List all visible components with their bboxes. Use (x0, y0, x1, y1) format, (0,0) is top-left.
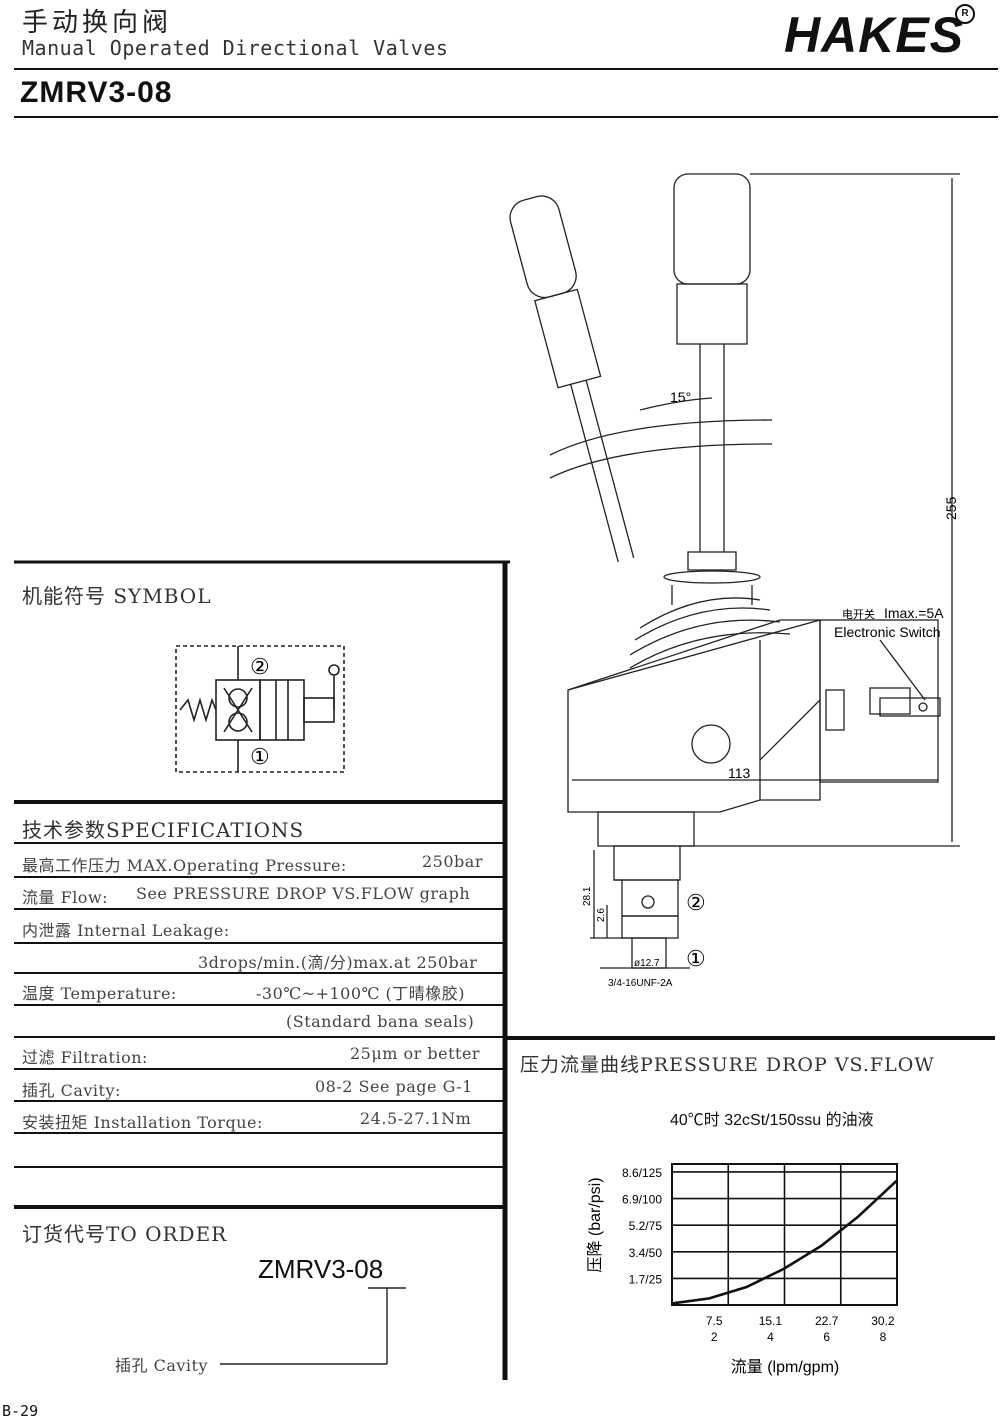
brand-logo: HAKES (784, 7, 965, 63)
x-tick-gpm: 4 (767, 1330, 774, 1344)
x-tick-lpm: 22.7 (815, 1314, 839, 1328)
spec-filtration-label: 过滤 Filtration: (22, 1048, 148, 1067)
chart-section-title: 压力流量曲线PRESSURE DROP VS.FLOW (520, 1054, 935, 1076)
spec-row-divider (14, 1036, 504, 1038)
x-tick-lpm: 30.2 (871, 1314, 895, 1328)
title-chinese: 手动换向阀 (22, 8, 173, 38)
x-tick-gpm: 2 (711, 1330, 718, 1344)
x-tick-gpm: 8 (880, 1330, 887, 1344)
body-port-circle (691, 724, 731, 764)
spec-cavity-value: 08-2 See page G-1 (315, 1077, 473, 1096)
spec-row-divider (14, 908, 504, 910)
spec-leakage-label: 内泄露 Internal Leakage: (22, 921, 230, 940)
height-dimension: 255 (943, 496, 959, 520)
y-tick-label: 1.7/25 (629, 1272, 663, 1286)
symbol-title: 机能符号 SYMBOL (22, 584, 212, 608)
upright-handle-sleeve (676, 283, 748, 345)
registered-mark-icon: R (955, 4, 975, 24)
tilted-handle-outline (509, 195, 635, 563)
width-dimension: 113 (728, 765, 751, 781)
x-tick-gpm: 6 (823, 1330, 830, 1344)
upright-handle-grip (673, 173, 751, 285)
port-1-marker: ① (686, 946, 706, 971)
chart-y-label: 压降 (bar/psi) (586, 1177, 604, 1272)
spec-row-divider (14, 842, 504, 844)
spec-flow-label: 流量 Flow: (22, 888, 109, 907)
symbol-port-2: ② (250, 654, 270, 679)
x-tick-lpm: 7.5 (706, 1314, 723, 1328)
order-title: 订货代号TO ORDER (22, 1222, 228, 1246)
order-code: ZMRV3-08 (258, 1254, 384, 1284)
y-tick-label: 3.4/50 (629, 1246, 663, 1260)
dimension-28: 28.1 (582, 886, 593, 906)
chart-title: 40℃时 32cSt/150ssu 的油液 (670, 1112, 874, 1129)
y-tick-label: 5.2/75 (629, 1219, 663, 1233)
header-divider (14, 68, 998, 70)
hydraulic-symbol: ② ① (175, 645, 345, 773)
switch-label-cn: 电开关 (842, 607, 875, 621)
spec-row-divider (14, 942, 504, 944)
page-number: B-29 (2, 1402, 39, 1420)
thread-label: 3/4-16UNF-2A (608, 978, 673, 989)
chart-x-label: 流量 (lpm/gpm) (731, 1358, 839, 1376)
order-cavity-label: 插孔 Cavity (115, 1356, 208, 1375)
spec-pressure-value: 250bar (422, 852, 483, 871)
order-leader-line (220, 1287, 406, 1365)
model-divider (14, 116, 998, 118)
spec-temperature-label: 温度 Temperature: (22, 984, 177, 1003)
x-tick-lpm: 15.1 (759, 1314, 783, 1328)
spec-torque-value: 24.5-27.1Nm (360, 1109, 472, 1128)
spec-row-divider (14, 972, 504, 974)
spec-row-divider (14, 1132, 504, 1134)
symbol-port-1: ① (250, 744, 270, 769)
angle-label: 15° (670, 389, 691, 405)
y-tick-label: 6.9/100 (622, 1193, 662, 1207)
spec-row-divider (14, 876, 504, 878)
spec-filtration-value: 25μm or better (350, 1044, 481, 1063)
spec-pressure-label: 最高工作压力 MAX.Operating Pressure: (22, 856, 347, 875)
diameter-label: ø12.7 (634, 958, 660, 969)
spec-row-divider (14, 1004, 504, 1006)
spec-torque-label: 安装扭矩 Installation Torque: (22, 1113, 263, 1132)
model-number: ZMRV3-08 (20, 76, 173, 109)
spec-leakage-value: 3drops/min.(滴/分)max.at 250bar (198, 953, 478, 972)
spec-temperature-value: -30℃~+100℃ (丁晴橡胶) (256, 984, 465, 1003)
dimension-26: 2.6 (596, 908, 607, 922)
spec-flow-value: See PRESSURE DROP VS.FLOW graph (136, 884, 471, 903)
spec-row-divider (14, 1100, 504, 1102)
spec-row-divider (14, 1166, 504, 1168)
port-2-marker: ② (686, 890, 706, 915)
switch-label-en: Electronic Switch (834, 624, 941, 640)
pressure-flow-chart: 1.7/25 3.4/50 5.2/75 6.9/100 8.6/125 7.5 2 15.… (586, 1163, 898, 1376)
chart-x-ticks: 7.5 2 15.1 4 22.7 6 30.2 8 (706, 1314, 895, 1344)
chart-grid (671, 1163, 898, 1306)
pressure-curve-line (671, 1179, 898, 1305)
switch-rating: Imax.=5A (884, 605, 944, 621)
spec-temperature-note: (Standard bana seals) (286, 1012, 475, 1031)
spec-row-divider (14, 1068, 504, 1070)
y-tick-label: 8.6/125 (622, 1166, 662, 1180)
title-english: Manual Operated Directional Valves (22, 36, 449, 60)
chart-y-ticks: 1.7/25 3.4/50 5.2/75 6.9/100 8.6/125 (622, 1166, 662, 1286)
spec-cavity-label: 插孔 Cavity: (22, 1081, 121, 1100)
specifications-title: 技术参数SPECIFICATIONS (22, 818, 305, 842)
